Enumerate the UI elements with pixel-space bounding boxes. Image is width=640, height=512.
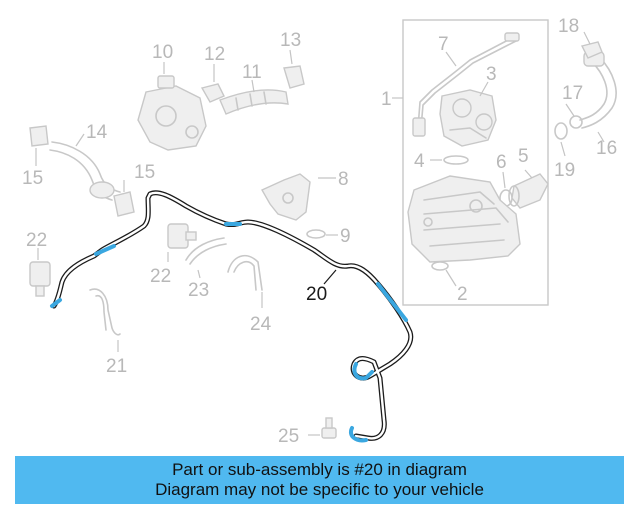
callout-20: 20 (306, 284, 327, 305)
callout-15a: 15 (22, 168, 43, 189)
callout-4: 4 (414, 151, 425, 172)
callout-2: 2 (457, 284, 468, 305)
info-banner: Part or sub-assembly is #20 in diagram D… (15, 456, 624, 504)
callout-23: 23 (188, 280, 209, 301)
callout-25: 25 (278, 426, 299, 447)
part-1-cooler (407, 175, 521, 263)
callout-24: 24 (250, 314, 272, 335)
callout-13: 13 (280, 30, 301, 51)
part-3-valve (439, 89, 497, 147)
callout-15b: 15 (134, 162, 155, 183)
part-15a-gasket (29, 125, 49, 147)
part-7-tube (412, 32, 520, 137)
callout-22b: 22 (150, 266, 171, 287)
callout-7: 7 (438, 34, 449, 55)
callout-6: 6 (496, 152, 507, 173)
callout-5: 5 (518, 146, 529, 167)
part-13-gasket (283, 65, 305, 89)
callout-19: 19 (554, 160, 575, 181)
callout-1: 1 (381, 89, 392, 110)
part-22a-sensor (29, 261, 51, 297)
part-8-bracket (261, 173, 311, 221)
part-12-gasket (200, 83, 225, 103)
callout-16: 16 (596, 138, 617, 159)
callout-18: 18 (558, 16, 579, 37)
part-15b-gasket (113, 191, 135, 217)
banner-line-1: Part or sub-assembly is #20 in diagram (172, 460, 467, 479)
callout-21: 21 (106, 356, 127, 377)
part-9-washer (306, 229, 326, 239)
part-17-clamp (569, 115, 583, 129)
callout-12: 12 (204, 44, 225, 65)
banner-line-2: Diagram may not be specific to your vehi… (155, 480, 484, 499)
part-24-hose (227, 254, 263, 291)
part-20-hose (50, 190, 414, 443)
part-25-fitting (321, 417, 337, 439)
parts-diagram: 1 2 3 4 5 6 7 8 9 10 11 12 13 14 15 15 1… (22, 16, 617, 447)
part-11-pipe (219, 89, 289, 115)
part-4-gasket (443, 155, 469, 165)
part-18-gasket (580, 41, 603, 59)
part-5-connector (508, 173, 549, 209)
part-2-gasket (431, 261, 449, 271)
callout-11: 11 (242, 62, 262, 83)
callout-10: 10 (152, 42, 173, 63)
part-14-pipe (49, 141, 121, 201)
callout-9: 9 (340, 226, 351, 247)
part-21-hose (89, 288, 121, 336)
callout-22a: 22 (26, 230, 47, 251)
callout-8: 8 (338, 169, 349, 190)
assembly-box (402, 19, 549, 306)
part-23-hose (185, 237, 225, 261)
callout-3: 3 (486, 64, 497, 85)
callout-14: 14 (86, 122, 108, 143)
part-22b-sensor (167, 223, 197, 249)
part-10-egr-valve (137, 75, 207, 151)
part-16-hose (579, 51, 617, 129)
part-19-gasket (554, 122, 568, 140)
callout-17: 17 (562, 83, 583, 104)
